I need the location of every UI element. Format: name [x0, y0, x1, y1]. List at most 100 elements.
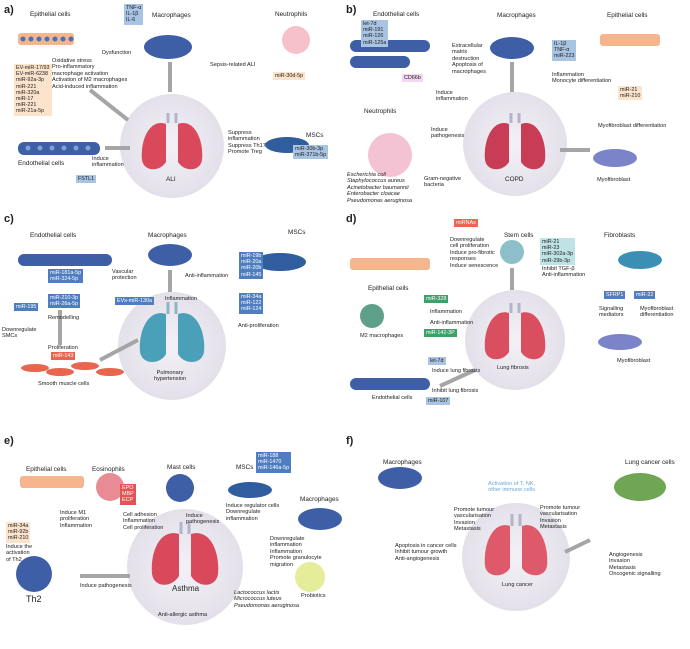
b-induce-pathogenesis-text: Induce pathogenesis: [431, 127, 465, 140]
c-vascular-text: Vascular protection: [112, 269, 137, 282]
a-fstl1-box: FSTL1: [76, 175, 97, 184]
e-eos-proteins-box: EPO MBP ECP: [120, 484, 136, 505]
b-ecm-text: Extracellular matrix destruction Apoptos…: [452, 43, 486, 75]
e-induce-th2-text: Induce the activation of Th2: [6, 544, 33, 563]
e-bacteria-text: Lactococcus lactis Micrococcus luteus Ps…: [234, 590, 299, 609]
b-epithelial-label: Epithelial cells: [607, 12, 648, 19]
c-anti-inflammation-text: Anti-inflammation: [185, 273, 229, 279]
e-induce-regulator-text: Induce regulator cells Downregulate infl…: [226, 503, 280, 522]
c-mir195-box: miR-195: [14, 303, 39, 312]
e-probiotics-label: Probiotics: [301, 593, 326, 599]
e-cell-adhesion-text: Cell adhesion Inflammation Cell prolifer…: [123, 512, 164, 531]
a-dysfunction-label: Dysfunction: [102, 50, 132, 56]
c-ev130-box: EVs-miR-130a: [115, 297, 155, 306]
c-msc-icon: [254, 253, 306, 271]
d-mir328-box: miR-328: [424, 295, 449, 304]
d-fibroblast-icon: [618, 251, 662, 269]
d-m2-label: M2 macrophages: [360, 333, 404, 339]
c-endo-mirs-box: miR-181a-5p miR-324-5p: [48, 269, 84, 284]
c-remodelling-text: Remodelling: [48, 315, 80, 321]
a-msc-mirs-box: miR-30b-3p miR-371b-5p: [293, 145, 329, 160]
f-angiogenesis-text: Angiogenesis Invasion Metastasis Oncogen…: [609, 552, 661, 578]
b-neutrophils-label: Neutrophils: [364, 108, 397, 115]
e-disease-label: Asthma: [172, 584, 200, 593]
d-stem-mirs-box: miR-21 miR-23 miR-302a-3p miR-29b-3p: [540, 238, 576, 265]
d-anti-inflammation-text: Anti-inflammation: [430, 320, 474, 326]
f-macrophages-label: Macrophages: [383, 459, 422, 466]
b-macro-mirs-box: IL-1β TNF-α miR-223: [552, 40, 577, 61]
c-inflammation-text: Inflammation: [165, 296, 198, 302]
c-downregulate-text: Downregulate SMCs: [2, 327, 37, 340]
f-apoptosis-text: Apoptosis in cancer cells Inhibit tumour…: [395, 543, 457, 562]
d-inhibit-fibrosis-text: Inhibit lung fibrosis: [432, 388, 479, 394]
panel-e-label: e): [4, 435, 14, 447]
d-inflammation-text: Inflammation: [430, 309, 463, 315]
ali-halo: [120, 94, 224, 198]
e-macro-effects-text: Downregulate inflammation Inflammation P…: [270, 536, 322, 568]
d-mir107-box: miR-107: [426, 397, 451, 406]
b-myofibroblast-label: Myofibroblast: [597, 177, 631, 183]
e-eosinophil-icon: [96, 473, 124, 501]
ph-lungs-icon: [139, 302, 205, 363]
e-th2-label: Th2: [26, 594, 42, 604]
b-macrophage-icon: [490, 37, 534, 59]
d-myofibroblast-icon: [598, 334, 642, 350]
c-proliferation-text: Proliferation: [48, 345, 78, 351]
c-msc-mirs2-box: miR-34a miR-122 miR-124: [239, 293, 264, 314]
b-induce-inflammation-text: Induce inflammation: [436, 90, 468, 103]
b-epi-mirs-box: miR-21 miR-210: [618, 86, 643, 101]
asthma-lungs-icon: [151, 522, 219, 585]
d-myo-diff-text: Myofibroblast differentiation: [640, 306, 674, 319]
panel-a-label: a): [4, 4, 14, 16]
b-bacteria-icon: [368, 133, 412, 177]
f-lung-cancer-cells-label: Lung cancer cells: [625, 459, 675, 466]
d-epithelial-cells-icon: [350, 258, 430, 270]
c-smooth-muscle-cells-icon: [21, 362, 124, 376]
panel-b-label: b): [346, 4, 357, 16]
b-endothelial-label: Endothelial cells: [373, 11, 420, 18]
e-mast-cell-icon: [166, 474, 194, 502]
e-mscs-label: MSCs: [236, 464, 254, 471]
d-fibroblasts-label: Fibroblasts: [604, 232, 636, 239]
connector-arrows: [58, 62, 591, 578]
c-anti-proliferation-text: Anti-proliferation: [238, 323, 279, 329]
c-mscs-label: MSCs: [288, 229, 306, 236]
a-disease-label: ALI: [166, 176, 176, 183]
a-neutrophils-label: Neutrophils: [275, 11, 308, 18]
ph-halo: [118, 292, 226, 400]
e-epithelial-label: Epithelial cells: [26, 466, 67, 473]
c-endothelial-label: Endothelial cells: [30, 232, 77, 239]
d-induce-fibrosis-text: Induce lung fibrosis: [432, 368, 481, 374]
a-mechanisms-text: Oxidative stress Pro-inflammatory macrop…: [52, 58, 128, 90]
a-induce-inflammation-text: Induce inflammation: [92, 156, 124, 169]
b-macrophages-label: Macrophages: [497, 12, 536, 19]
f-promote1-text: Promote tumour vascularisation Invasion …: [454, 507, 495, 533]
d-let7d-box: let-7d: [428, 357, 446, 366]
d-m2-macrophage-icon: [360, 304, 384, 328]
d-endothelial-label: Endothelial cells: [372, 395, 413, 401]
a-mscs-label: MSCs: [306, 132, 324, 139]
d-disease-label: Lung fibrosis: [497, 365, 529, 371]
e-msc-mirs-box: miR-188 miR-1470 miR-146a-5p: [256, 452, 292, 473]
panel-d-label: d): [346, 213, 357, 225]
b-endo-mirs-box: let-7d miR-191 miR-126 miR-125a: [361, 20, 389, 47]
lf-halo: [465, 290, 565, 390]
a-cytokines-box: TNF-α IL-1β IL-6: [124, 4, 144, 25]
d-mirnas-box: miRNAs: [454, 219, 478, 228]
f-lung-cancer-cells-icon: [614, 473, 666, 501]
d-epithelial-label: Epithelial cells: [368, 285, 409, 292]
e-anti-allergic-text: Anti-allergic asthma: [158, 612, 208, 618]
panel-f-label: f): [346, 435, 354, 447]
panel-c-label: c): [4, 213, 14, 225]
d-mir142-box: miR-142-3P: [424, 329, 457, 338]
lc-halo: [462, 503, 570, 611]
ali-lungs-icon: [141, 113, 203, 170]
c-remod-mirs-box: miR-210-3p miR-26a-5p: [48, 294, 81, 309]
b-bacteria-text: Escherichia coli Staphylococcus aureus A…: [347, 172, 412, 204]
f-macrophage-icon: [378, 467, 422, 489]
e-msc-icon: [228, 482, 272, 498]
c-disease-label: Pulmonary hypertension: [154, 370, 187, 383]
b-endothelial-cells-icon: [350, 40, 430, 68]
a-epithelial-label: Epithelial cells: [30, 11, 71, 18]
